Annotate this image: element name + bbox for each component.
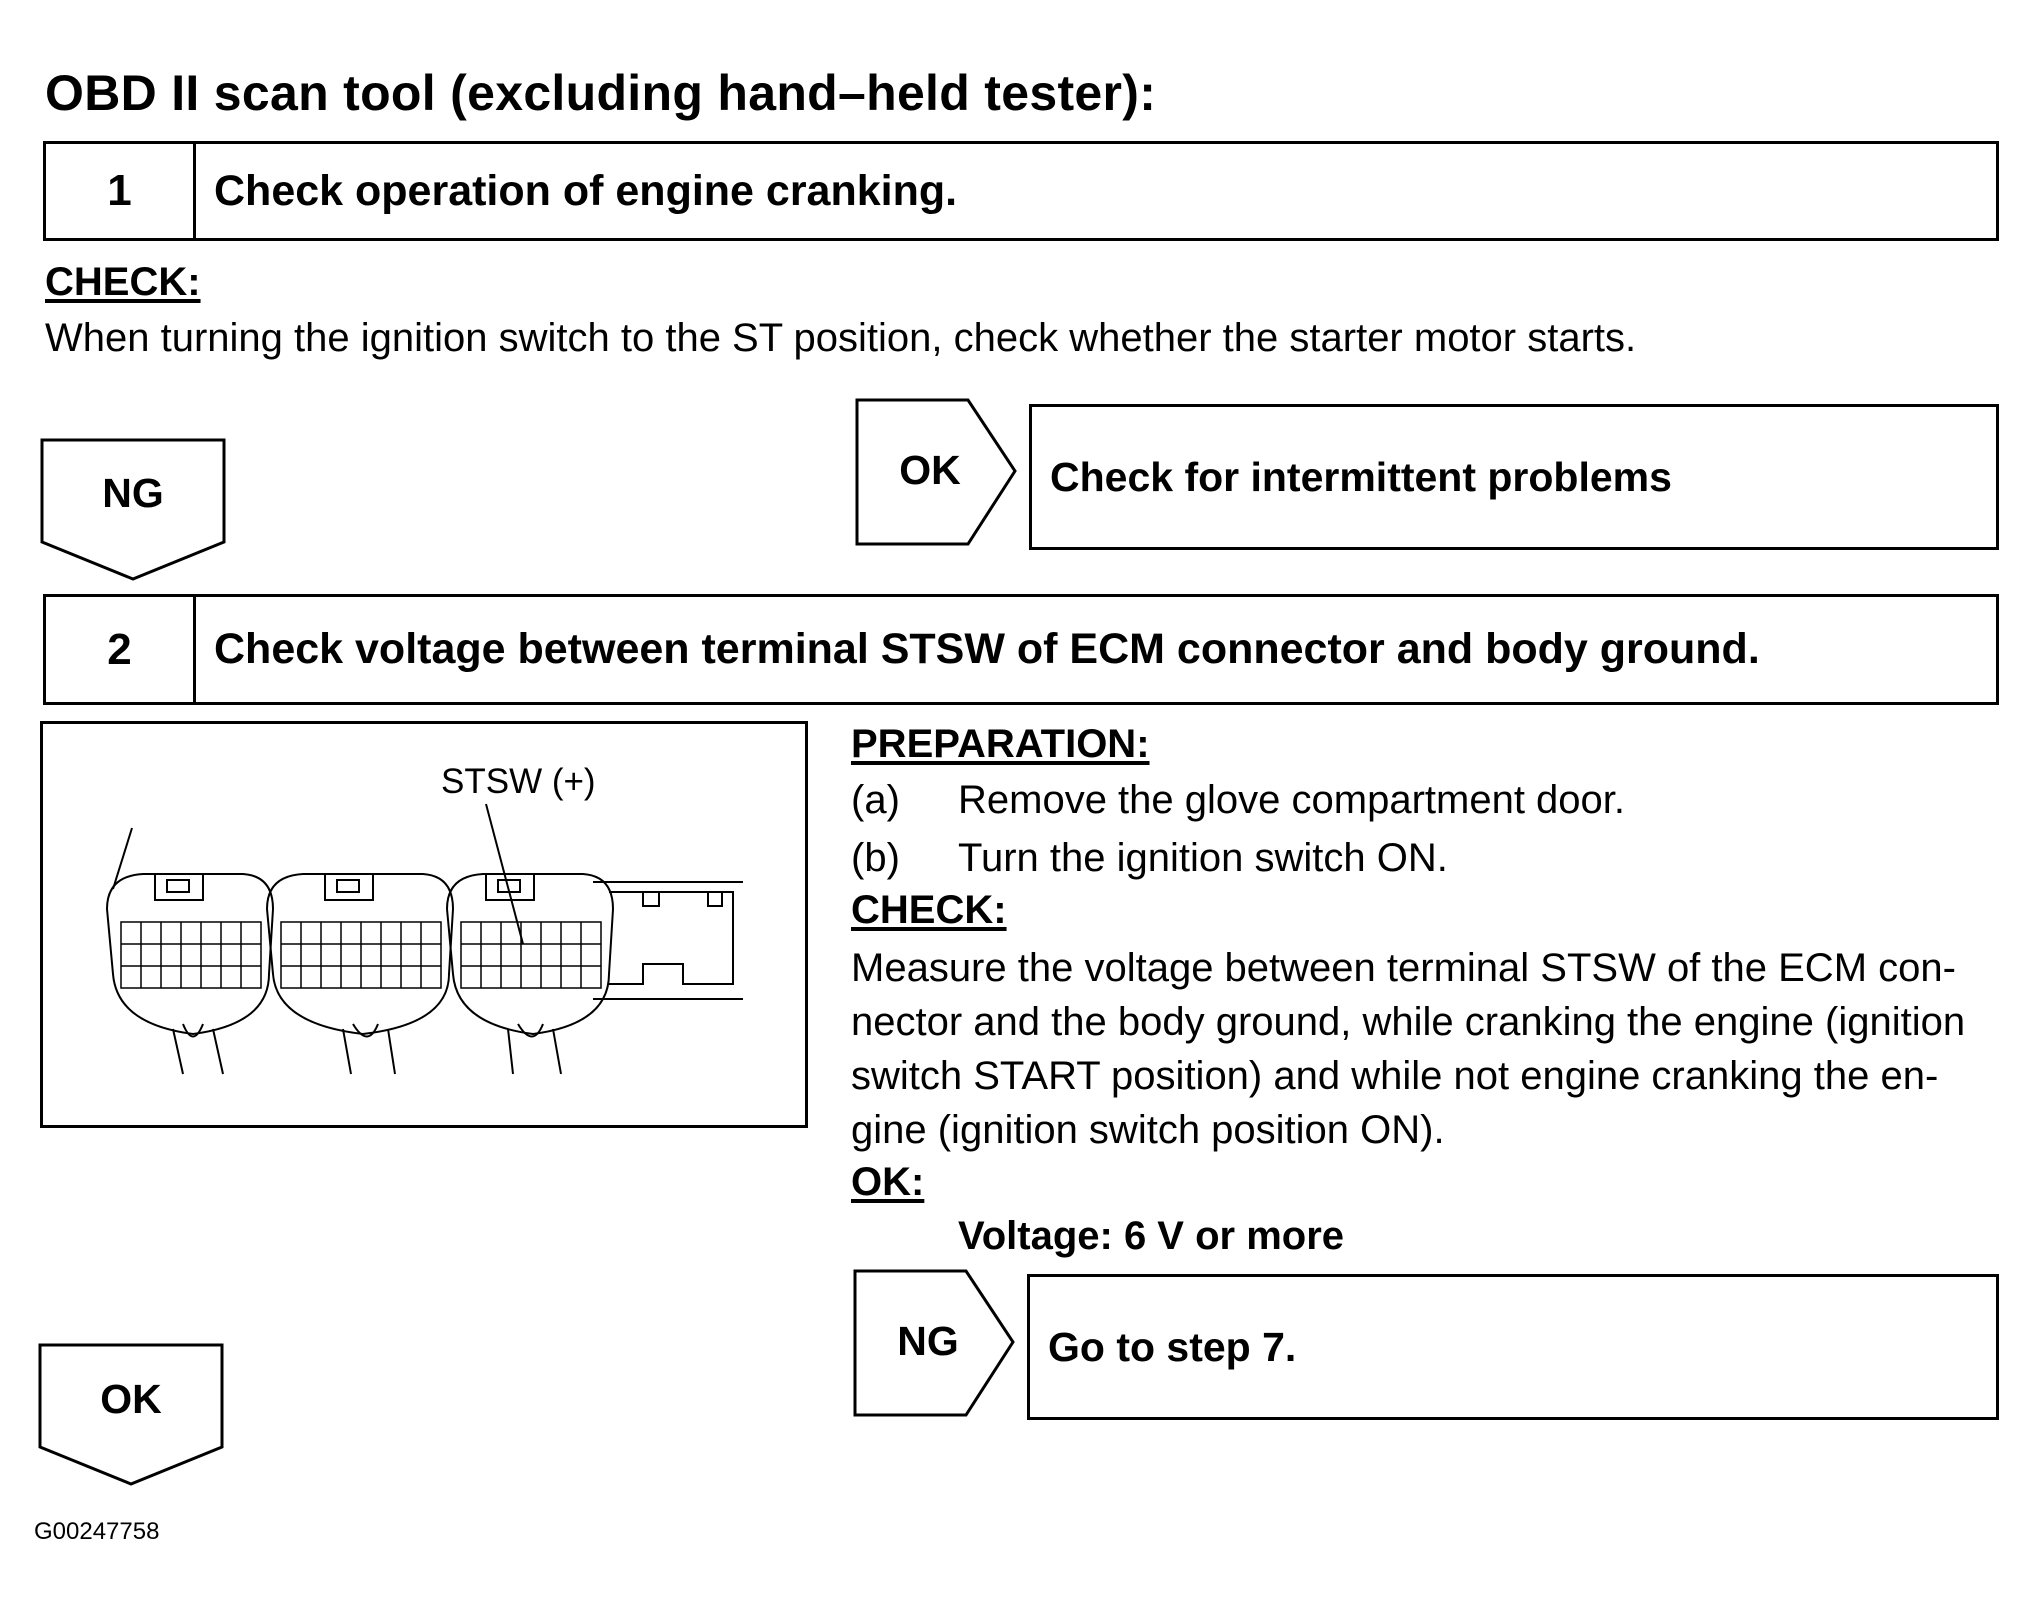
step-1-number: 1 — [46, 144, 196, 238]
step-2-ok-label: OK — [100, 1376, 162, 1422]
ok-label: OK: — [851, 1160, 925, 1204]
step-2-ng-result: Go to step 7. — [1027, 1274, 1999, 1420]
step-2-ng-side-arrow-shape — [853, 1269, 1015, 1417]
step-2-ng-label: NG — [897, 1318, 959, 1364]
step-1-header: 1 Check operation of engine cranking. — [43, 141, 1999, 241]
page-title: OBD II scan tool (excluding hand–held te… — [45, 65, 1157, 121]
step-2-check-line-2: nector and the body ground, while cranki… — [851, 1000, 1966, 1044]
step-1-ng-down-arrow-shape — [40, 438, 226, 581]
step-1-check-text: When turning the ignition switch to the … — [45, 316, 1637, 360]
step-1-check-label: CHECK: — [45, 260, 201, 304]
figure-code: G00247758 — [34, 1518, 160, 1545]
ecm-connector-diagram: STSW (+) — [40, 721, 808, 1128]
stsw-terminal-label: STSW (+) — [441, 762, 596, 801]
preparation-label: PREPARATION: — [851, 722, 1150, 766]
step-2-header: 2 Check voltage between terminal STSW of… — [43, 594, 1999, 705]
step-2-check-line-1: Measure the voltage between terminal STS… — [851, 946, 1956, 990]
step-2-check-label: CHECK: — [851, 888, 1007, 932]
ecm-connector-drawing — [105, 803, 743, 1075]
prep-item-b-text: Turn the ignition switch ON. — [958, 836, 1448, 880]
prep-item-b-marker: (b) — [851, 836, 900, 880]
step-2-check-line-3: switch START position) and while not eng… — [851, 1054, 1939, 1098]
ok-voltage-value: Voltage: 6 V or more — [958, 1214, 1345, 1258]
step-1-ng-label: NG — [102, 470, 164, 516]
step-2-check-line-4: gine (ignition switch position ON). — [851, 1108, 1445, 1152]
step-1-title: Check operation of engine cranking. — [214, 166, 958, 215]
step-2-number: 2 — [46, 597, 196, 702]
step-1-ok-label: OK — [899, 447, 961, 493]
step-1-ok-side-arrow-shape — [855, 398, 1017, 546]
step-2-ok-down-arrow-shape — [38, 1343, 224, 1486]
step-2-title: Check voltage between terminal STSW of E… — [214, 625, 1760, 673]
prep-item-a-marker: (a) — [851, 778, 900, 822]
prep-item-a-text: Remove the glove compartment door. — [958, 778, 1626, 822]
step-1-ok-result: Check for intermittent problems — [1029, 404, 1999, 550]
